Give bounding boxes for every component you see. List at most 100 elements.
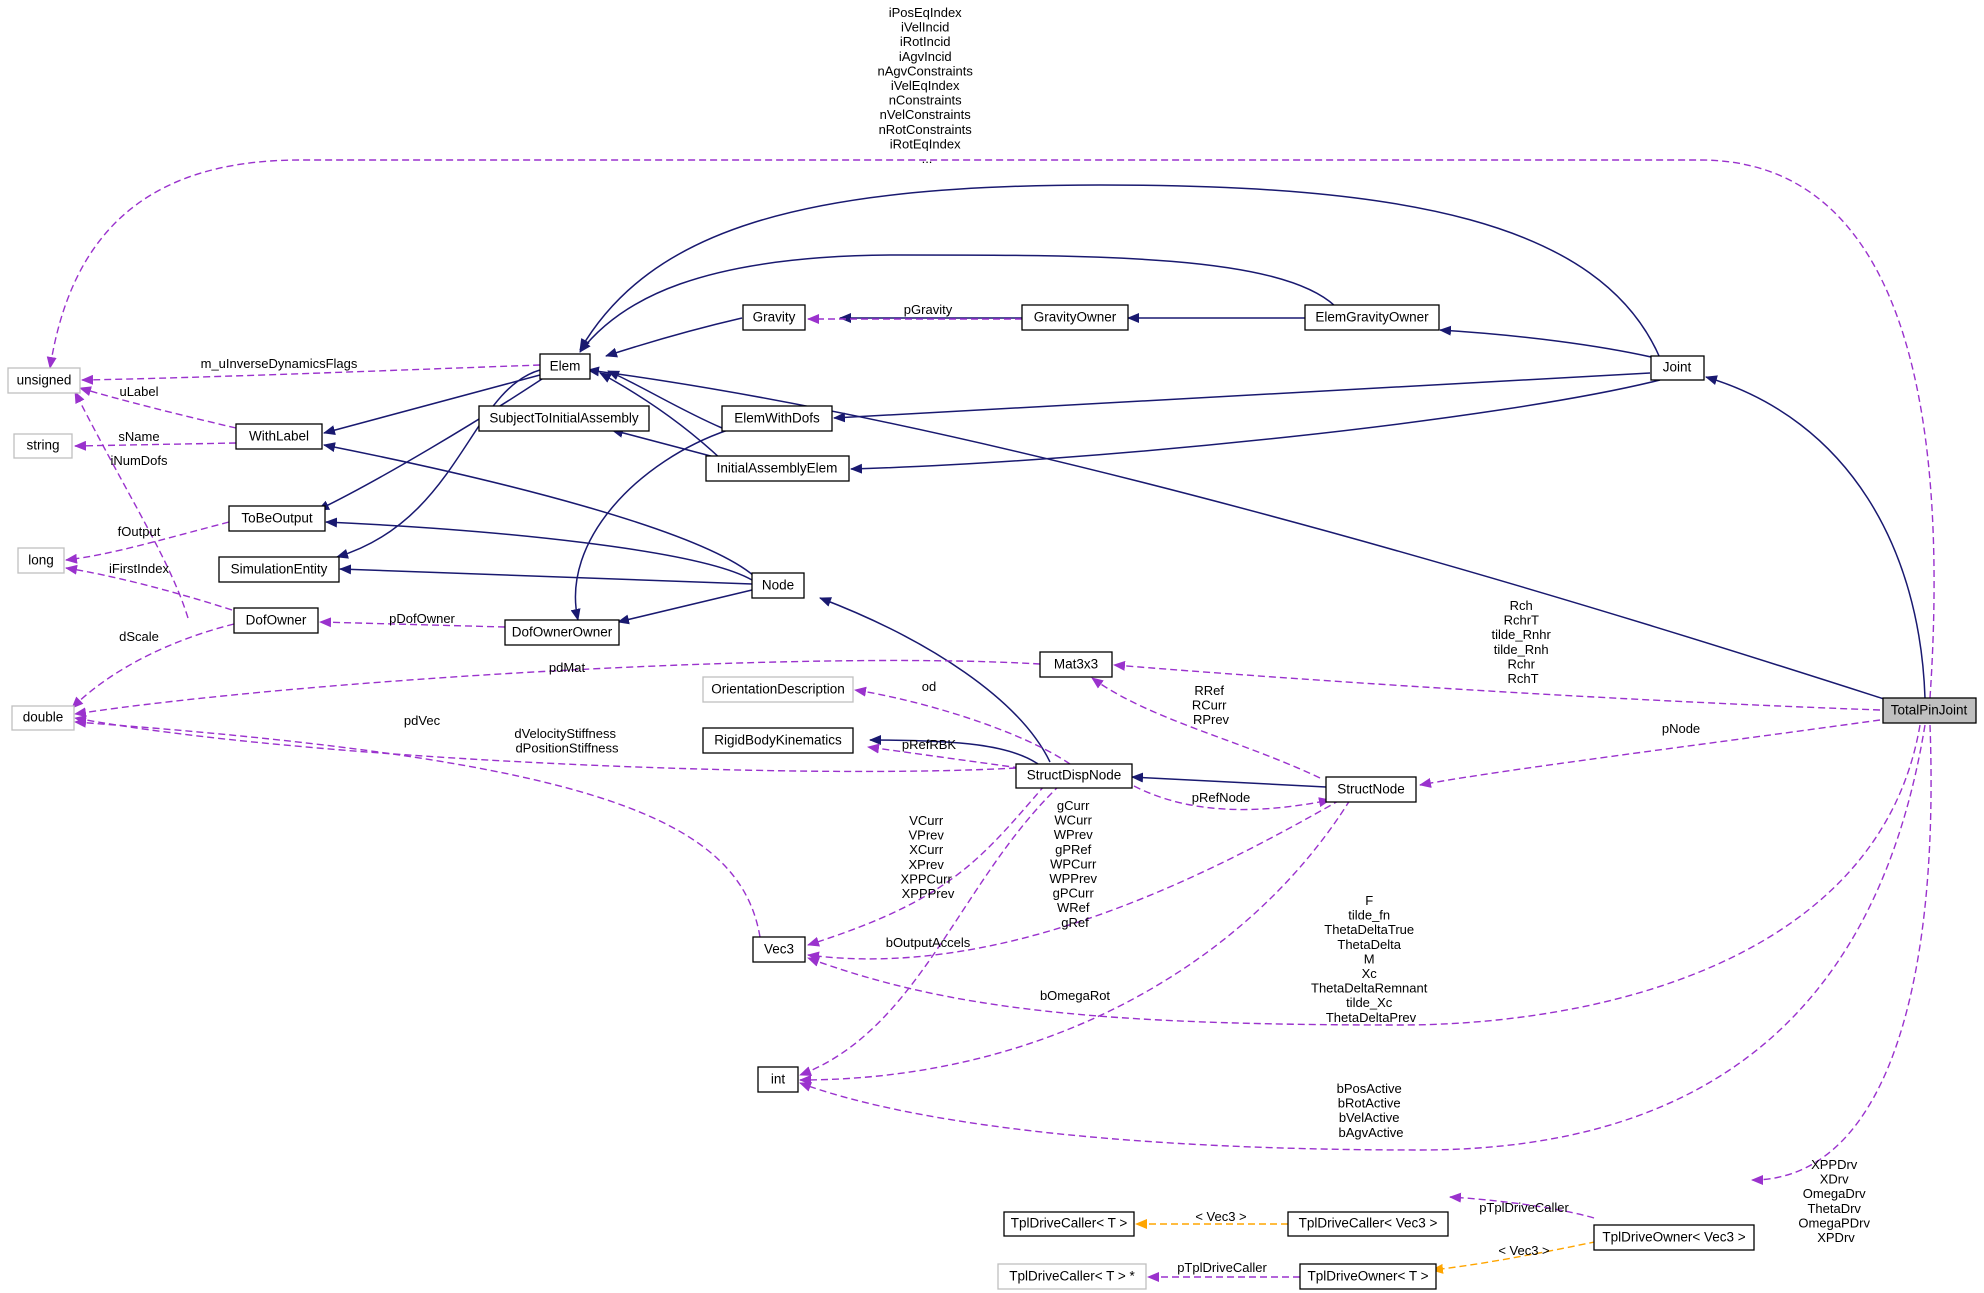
edge-totalpinjoint-unsigned <box>46 159 1935 699</box>
nodes: unsigned string long double Elem WithLab… <box>7 304 1977 1290</box>
edge-totalpinjoint-joint <box>1705 375 1926 699</box>
label-vec3-structdisp: VCurr VPrev XCurr XPrev XPPCurr XPPPrev <box>901 813 956 901</box>
label-prefnode: pRefNode <box>1192 790 1251 805</box>
node-subjecttoinitialassembly[interactable]: SubjectToInitialAssembly <box>478 405 650 432</box>
node-tpldrivecaller-t[interactable]: TplDriveCaller< T > <box>1003 1211 1135 1237</box>
node-structnode[interactable]: StructNode <box>1325 776 1417 803</box>
edge-totalpinjoint-vec3 <box>807 724 1921 1026</box>
label-dscale: dScale <box>119 629 159 644</box>
svg-text:SubjectToInitialAssembly: SubjectToInitialAssembly <box>489 411 639 426</box>
node-vec3[interactable]: Vec3 <box>752 936 806 963</box>
edge-initialassemblyelem-elem <box>599 372 723 461</box>
node-tobeoutput[interactable]: ToBeOutput <box>228 505 326 532</box>
label-unsigned-members: iPosEqIndex iVelIncid iRotIncid iAgvInci… <box>877 5 976 166</box>
edge-vec3-double <box>74 717 761 938</box>
node-long[interactable]: long <box>17 547 65 574</box>
svg-text:StructDispNode: StructDispNode <box>1027 768 1122 783</box>
edge-node-withlabel <box>323 442 755 577</box>
node-tpldriveowner-vec3[interactable]: TplDriveOwner< Vec3 > <box>1593 1224 1755 1251</box>
svg-text:TplDriveOwner< T >: TplDriveOwner< T > <box>1307 1269 1428 1284</box>
label-pdmat: pdMat <box>549 660 586 675</box>
edge-withlabel-string <box>74 440 237 451</box>
node-string[interactable]: string <box>13 433 73 459</box>
node-tpldrivecaller-t-ptr[interactable]: TplDriveCaller< T > * <box>997 1263 1147 1290</box>
node-simulationentity[interactable]: SimulationEntity <box>218 556 340 583</box>
edge-elemwithdofs-dofownerowner <box>570 429 729 621</box>
node-elemwithdofs[interactable]: ElemWithDofs <box>721 405 833 432</box>
node-rigidbodykinematics[interactable]: RigidBodyKinematics <box>702 727 854 754</box>
edge-elem-simulationentity <box>336 369 541 559</box>
node-joint[interactable]: Joint <box>1650 355 1705 381</box>
node-dofownerowner[interactable]: DofOwnerOwner <box>504 619 620 646</box>
svg-text:DofOwnerOwner: DofOwnerOwner <box>512 625 613 640</box>
svg-text:Mat3x3: Mat3x3 <box>1054 657 1098 672</box>
svg-text:Vec3: Vec3 <box>764 942 794 957</box>
label-pnode: pNode <box>1662 721 1700 736</box>
edge-totalpinjoint-structnode <box>1419 719 1881 788</box>
node-structdispnode[interactable]: StructDispNode <box>1015 763 1133 789</box>
edge-joint-elem <box>579 184 1661 359</box>
usage-edges <box>46 159 1935 1282</box>
svg-text:ToBeOutput: ToBeOutput <box>241 511 313 526</box>
label-mat-totalpin: Rch RchrT tilde_Rnhr tilde_Rnh Rchr RchT <box>1492 598 1555 686</box>
svg-text:InitialAssemblyElem: InitialAssemblyElem <box>717 461 838 476</box>
label-vec3-totalpin: F tilde_fn ThetaDeltaTrue ThetaDelta M X… <box>1311 893 1431 1025</box>
edge-joint-elemwithdofs <box>833 372 1651 423</box>
label-mat-structnode: RRef RCurr RPrev <box>1192 683 1230 727</box>
node-double[interactable]: double <box>11 705 75 731</box>
svg-text:int: int <box>771 1072 786 1087</box>
edge-labels: iPosEqIndex iVelIncid iRotIncid iAgvInci… <box>109 5 1873 1275</box>
svg-text:ElemGravityOwner: ElemGravityOwner <box>1315 310 1429 325</box>
node-mat3x3[interactable]: Mat3x3 <box>1039 651 1113 678</box>
svg-text:SimulationEntity: SimulationEntity <box>231 562 328 577</box>
edge-elemwithdofs-elem <box>607 370 723 429</box>
edge-joint-elemgravityowner <box>1439 325 1661 360</box>
edge-dofowner-unsigned <box>74 391 189 619</box>
edge-dofowner-long <box>65 564 233 611</box>
node-gravityowner[interactable]: GravityOwner <box>1021 304 1129 331</box>
label-drv-totalpin: XPPDrv XDrv OmegaDrv ThetaDrv OmegaPDrv … <box>1798 1157 1873 1245</box>
label-inumdofs: iNumDofs <box>110 453 168 468</box>
edge-structnode-mat3x3 <box>1091 677 1321 779</box>
label-ulabel: uLabel <box>119 384 158 399</box>
edge-totalpinjoint-int <box>799 724 1926 1151</box>
edge-structnode-int <box>799 799 1351 1085</box>
edge-node-simulationentity <box>339 564 753 585</box>
node-node[interactable]: Node <box>751 572 805 599</box>
svg-text:Node: Node <box>762 578 794 593</box>
label-int-totalpin: bPosActive bRotActive bVelActive bAgvAct… <box>1337 1081 1406 1140</box>
node-tpldrivecaller-vec3[interactable]: TplDriveCaller< Vec3 > <box>1287 1211 1449 1237</box>
node-elem[interactable]: Elem <box>539 353 591 380</box>
node-gravity[interactable]: Gravity <box>742 304 806 331</box>
edge-elem-unsigned <box>81 364 541 385</box>
edge-totalpinjoint-mat3x3 <box>1113 660 1881 711</box>
label-pgravity: pGravity <box>904 302 953 317</box>
label-ifirstindex: iFirstIndex <box>109 561 169 576</box>
node-int[interactable]: int <box>757 1066 799 1093</box>
node-orientationdescription[interactable]: OrientationDescription <box>702 676 854 703</box>
edge-mat3x3-double <box>74 659 1041 718</box>
label-foutput: fOutput <box>118 524 161 539</box>
label-ptpldrivecaller-b: pTplDriveCaller <box>1177 1260 1267 1275</box>
node-dofowner[interactable]: DofOwner <box>233 607 319 634</box>
svg-text:string: string <box>26 438 59 453</box>
svg-text:TplDriveCaller< Vec3 >: TplDriveCaller< Vec3 > <box>1299 1216 1438 1231</box>
label-tpl-vec3-a: < Vec3 > <box>1195 1209 1246 1224</box>
edge-structdispnode-structnode <box>1133 785 1331 811</box>
label-bomegarot: bOmegaRot <box>1040 988 1110 1003</box>
node-initialassemblyelem[interactable]: InitialAssemblyElem <box>705 455 850 482</box>
svg-text:TplDriveCaller< T > *: TplDriveCaller< T > * <box>1009 1269 1135 1284</box>
edge-joint-initialassemblyelem <box>850 379 1661 474</box>
edge-structdispnode-rigidbody-use <box>867 743 1021 769</box>
svg-text:unsigned: unsigned <box>17 373 72 388</box>
label-pdofowner: pDofOwner <box>389 611 455 626</box>
node-tpldriveowner-t[interactable]: TplDriveOwner< T > <box>1299 1263 1437 1290</box>
node-withlabel[interactable]: WithLabel <box>235 423 323 450</box>
node-unsigned[interactable]: unsigned <box>7 367 81 394</box>
node-totalpinjoint[interactable]: TotalPinJoint <box>1882 697 1977 724</box>
node-elemgravityowner[interactable]: ElemGravityOwner <box>1304 304 1440 331</box>
svg-text:Gravity: Gravity <box>753 310 796 325</box>
svg-text:WithLabel: WithLabel <box>249 429 309 444</box>
svg-text:TplDriveOwner< Vec3 >: TplDriveOwner< Vec3 > <box>1602 1230 1745 1245</box>
